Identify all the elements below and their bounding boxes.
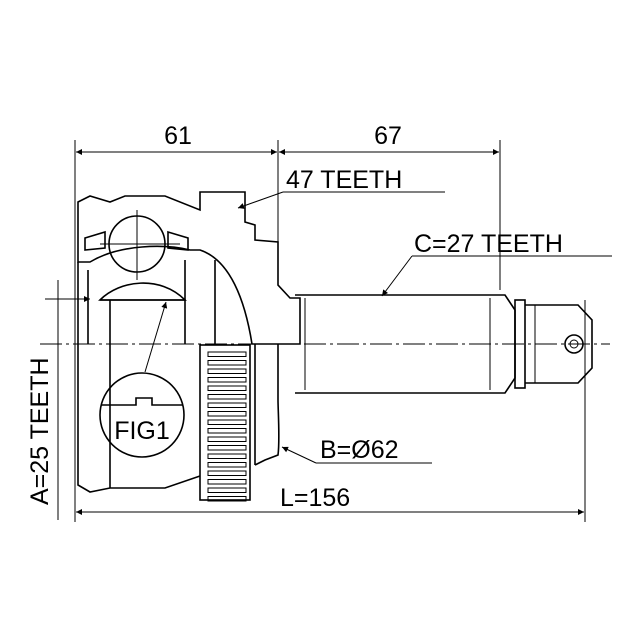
- leader-lines: [237, 191, 612, 464]
- fig1-detail: FIG1: [99, 301, 185, 458]
- abs-tooth: [207, 453, 247, 459]
- fig1-label: FIG1: [114, 417, 170, 445]
- abs-tooth: [207, 419, 247, 425]
- abs-tooth: [207, 470, 247, 476]
- abs-tooth: [207, 428, 247, 434]
- abs-tooth: [207, 436, 247, 442]
- extension-lines: [74, 140, 586, 522]
- shaft-tip-hole: [564, 334, 584, 354]
- shaft-teeth-label: C=27 TEETH: [414, 230, 563, 258]
- abs-tooth: [207, 487, 247, 493]
- dim-67: 67: [374, 122, 402, 150]
- abs-tooth: [207, 385, 247, 391]
- abs-ring: [199, 344, 280, 502]
- outer-teeth-label: 47 TEETH: [286, 166, 402, 194]
- abs-tooth: [207, 479, 247, 485]
- dimension-lines: [45, 149, 584, 520]
- length-label: L=156: [280, 484, 350, 512]
- abs-tooth: [207, 360, 247, 366]
- dim-61: 61: [164, 122, 192, 150]
- abs-tooth: [207, 351, 247, 357]
- ball-cage: [84, 210, 189, 301]
- abs-tooth: [207, 394, 247, 400]
- shaft: [295, 294, 593, 394]
- abs-tooth: [207, 402, 247, 408]
- abs-tooth: [207, 377, 247, 383]
- abs-tooth: [207, 496, 247, 502]
- outer-housing: [77, 191, 301, 493]
- abs-diameter-label: B=Ø62: [320, 436, 399, 464]
- abs-tooth: [207, 368, 247, 374]
- abs-tooth: [207, 445, 247, 451]
- abs-tooth: [207, 462, 247, 468]
- inner-teeth-label: A=25 TEETH: [26, 357, 54, 505]
- abs-tooth: [207, 411, 247, 417]
